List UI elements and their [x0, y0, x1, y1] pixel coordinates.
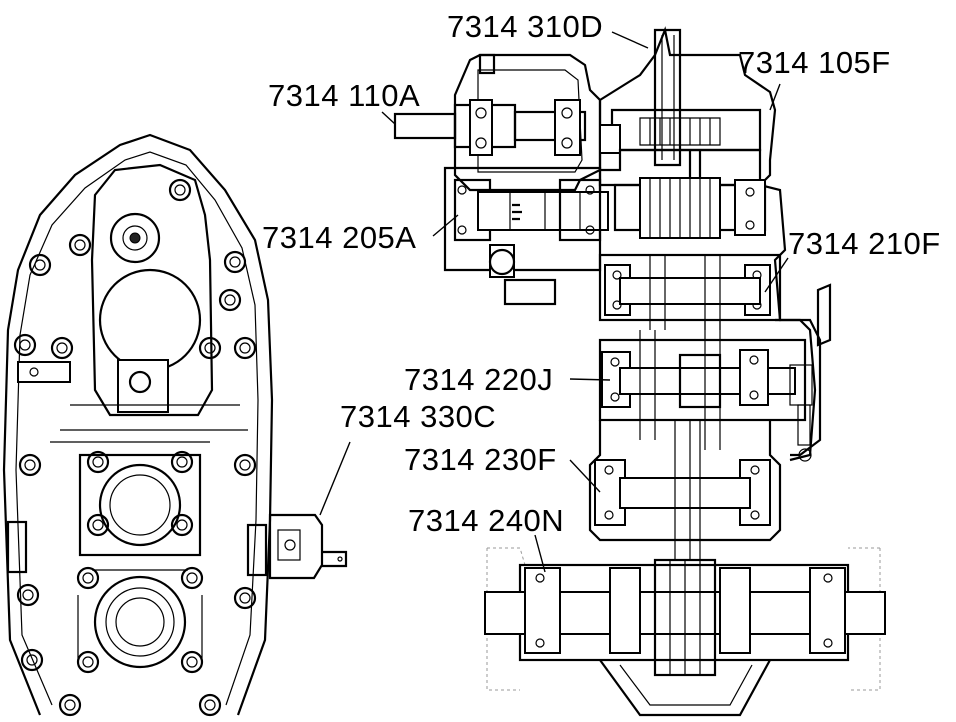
callout-220j: 7314 220J — [404, 362, 554, 397]
callout-240n: 7314 240N — [408, 503, 565, 538]
callout-105f: 7314 105F — [738, 45, 891, 80]
callout-110a: 7314 110A — [268, 78, 421, 113]
callout-205a: 7314 205A — [262, 220, 417, 255]
housing-front-view — [2, 133, 348, 717]
callout-310d: 7314 310D — [447, 9, 604, 44]
gearbox-cross-section — [393, 26, 886, 717]
callout-230f: 7314 230F — [404, 442, 557, 477]
callout-330c: 7314 330C — [340, 399, 497, 434]
callout-210f: 7314 210F — [788, 226, 941, 261]
leader-lines — [319, 31, 789, 573]
